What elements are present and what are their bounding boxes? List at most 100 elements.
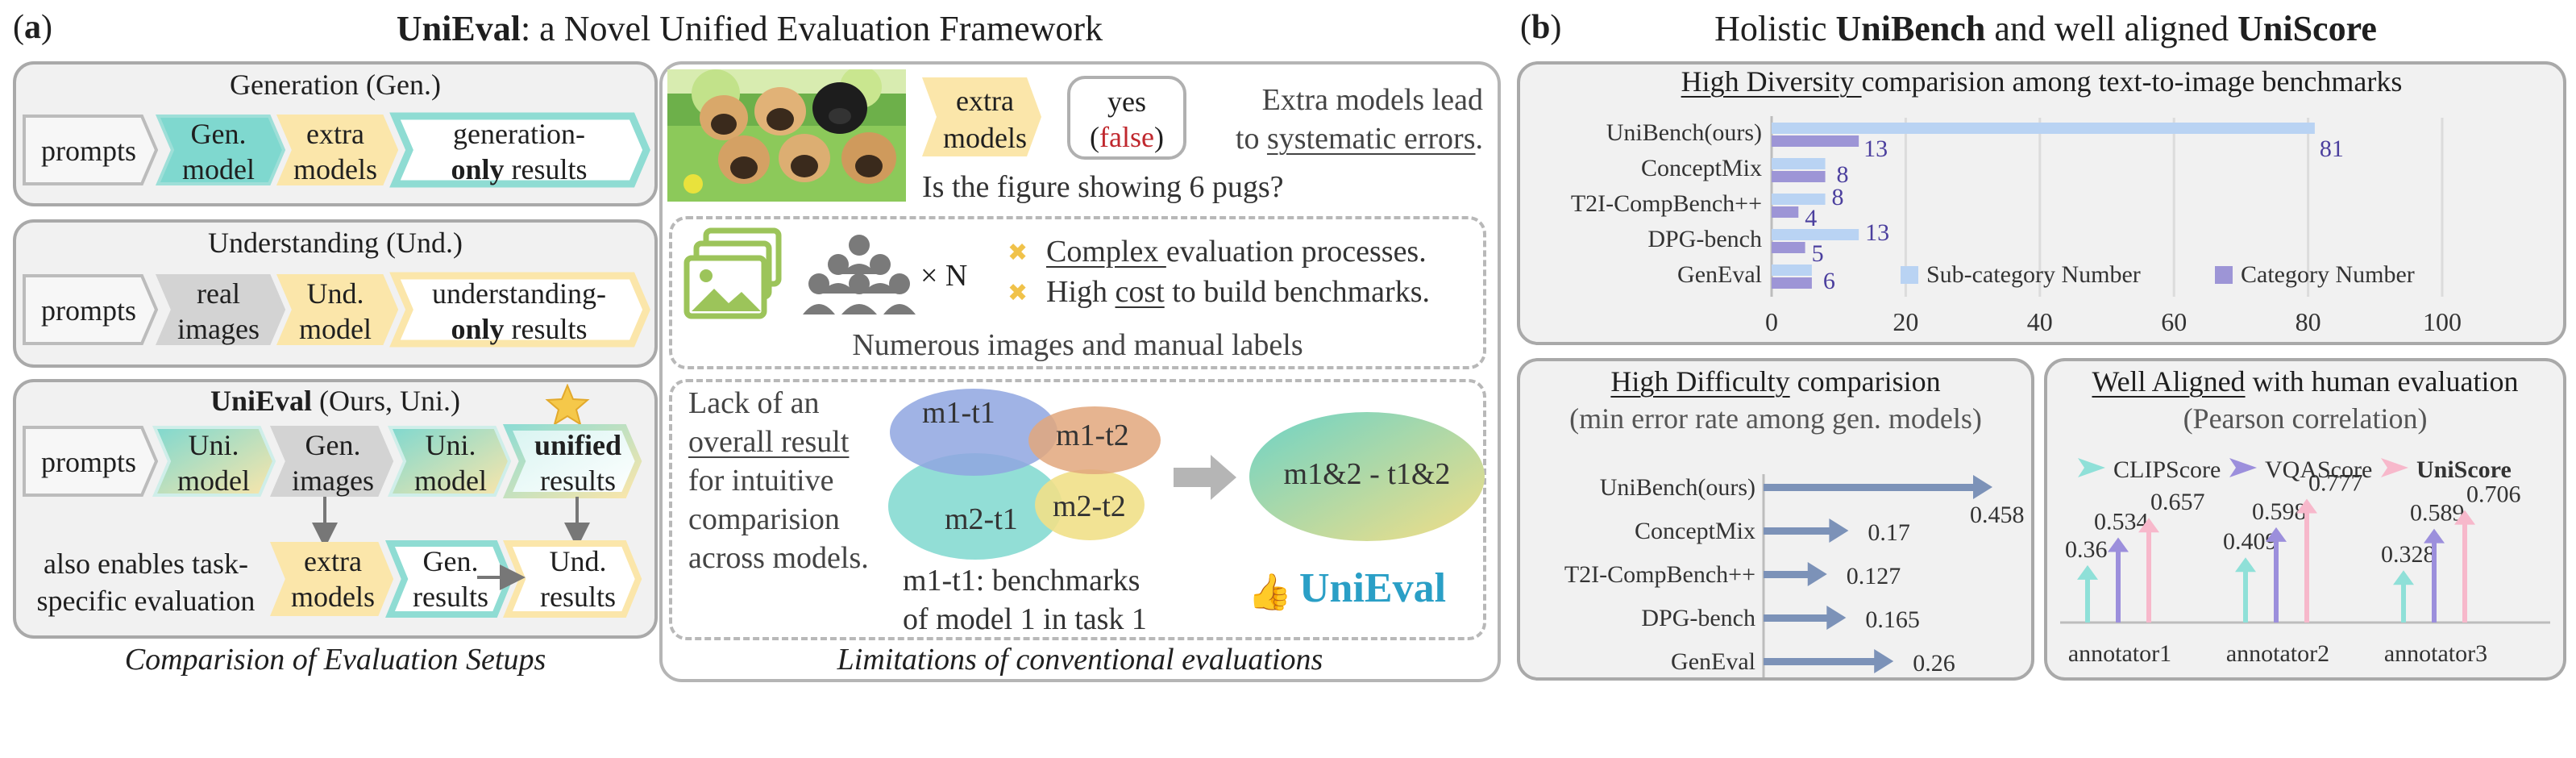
category-label: UniBench(ours) — [1606, 119, 1762, 146]
legend-swatch-subcategory — [1901, 266, 1918, 284]
alignment-bar — [2274, 538, 2279, 623]
category-label: UniBench(ours) — [1600, 474, 1755, 501]
legend-label: CLIPScore — [2113, 456, 2221, 483]
x-tick-label: 20 — [1893, 307, 1918, 336]
difficulty-chart-box — [1517, 358, 2034, 681]
benchmark-venn-diagram — [888, 389, 1161, 560]
uni-und-results-label: Und.results — [540, 545, 616, 613]
category-bar — [1772, 242, 1805, 253]
people-crowd-icon — [803, 235, 916, 314]
task-specific-note: also enables task-specific evaluation — [36, 548, 256, 617]
star-icon — [545, 384, 590, 427]
legend-label-subcategory: Sub-category Number — [1926, 261, 2141, 288]
alignment-arrowhead — [2235, 557, 2256, 573]
alignment-bar — [2085, 576, 2090, 623]
bullet-icon-1: ✖ — [1008, 239, 1028, 266]
und-only-results-label: understanding-only results — [432, 277, 606, 345]
legend-swatch-category — [2215, 266, 2233, 284]
understanding-pipeline — [23, 272, 650, 348]
category-label: DPG-bench — [1641, 605, 1755, 631]
merged-result-label: m1&2 - t1&2 — [1283, 457, 1451, 491]
high-cost-bullet: High cost to build benchmarks. — [1046, 275, 1430, 309]
difficulty-bar — [1764, 571, 1809, 578]
difficulty-bar — [1764, 614, 1829, 622]
uni-gen-results-label: Gen.results — [413, 545, 488, 613]
limit-extra-models-tag — [922, 77, 1041, 156]
value-label: 0.127 — [1847, 563, 1901, 589]
category-label: annotator3 — [2384, 640, 2487, 667]
alignment-arrowhead — [2296, 498, 2317, 514]
venn-m2-t2: m2-t2 — [1053, 489, 1126, 523]
value-label: 0.589 — [2410, 500, 2465, 527]
alignment-bar — [2432, 539, 2437, 623]
alignment-bar — [2116, 548, 2121, 623]
value-label: 0.598 — [2252, 498, 2307, 525]
times-n-label: × N — [920, 259, 968, 293]
subcategory-value-label: 8 — [1832, 184, 1844, 210]
subcategory-bar — [1772, 229, 1859, 240]
understanding-title: Understanding (Und.) — [208, 227, 463, 259]
generation-pipeline — [23, 112, 650, 188]
difficulty-arrowhead — [1826, 606, 1847, 630]
alignment-arrowhead — [2077, 564, 2098, 580]
legend-arrow-2 — [2381, 458, 2408, 477]
category-bar — [1772, 277, 1812, 289]
category-label: annotator2 — [2226, 640, 2329, 667]
alignment-subtitle: (Pearson correlation) — [2183, 402, 2428, 435]
complex-process-bullet: Complex evaluation processes. — [1046, 235, 1427, 269]
value-label: 0.458 — [1970, 502, 2025, 528]
venn-m2-t1: m2-t1 — [945, 502, 1018, 536]
alignment-bar — [2146, 529, 2151, 623]
uni-model-label-1: Uni.model — [177, 429, 250, 497]
alignment-bar — [2462, 521, 2467, 623]
x-tick-label: 60 — [2161, 307, 2187, 336]
value-label: 0.534 — [2094, 509, 2149, 535]
pugs-question: Is the figure showing 6 pugs? — [922, 170, 1284, 204]
und-model-label: Und.model — [299, 277, 372, 345]
merge-arrow-icon — [1174, 455, 1236, 500]
und-prompts-label: prompts — [40, 294, 136, 327]
panel-a-label: (a) — [13, 9, 52, 46]
venn-m1-t1: m1-t1 — [922, 396, 995, 430]
difficulty-bar — [1764, 658, 1876, 665]
subcategory-bar — [1772, 123, 2315, 134]
x-tick-label: 80 — [2296, 307, 2321, 336]
x-tick-label: 0 — [1765, 307, 1778, 336]
difficulty-arrowhead — [1807, 562, 1827, 586]
x-tick-label: 40 — [2027, 307, 2053, 336]
value-label: 0.36 — [2065, 536, 2108, 563]
subcategory-bar — [1772, 264, 1812, 276]
manual-labels-caption: Numerous images and manual labels — [852, 328, 1303, 362]
difficulty-arrowhead — [1874, 649, 1894, 673]
gen-prompts-label: prompts — [40, 135, 136, 167]
panel-b-label: (b) — [1520, 9, 1562, 46]
category-label: ConceptMix — [1635, 518, 1755, 544]
category-value-label: 13 — [1863, 135, 1888, 162]
answer-box — [1067, 76, 1186, 160]
category-label: GenEval — [1671, 648, 1755, 675]
panel-b-title: Holistic UniBench and well aligned UniSc… — [1714, 9, 2377, 48]
bullet-icon-2: ✖ — [1008, 280, 1028, 306]
subcategory-bar — [1772, 158, 1826, 169]
panel-a-title: UniEval: a Novel Unified Evaluation Fram… — [396, 9, 1103, 48]
alignment-bar — [2401, 581, 2406, 623]
value-label: 0.657 — [2150, 489, 2205, 515]
subcategory-value-label: 81 — [2320, 135, 2344, 162]
pugs-image — [667, 69, 906, 202]
category-label: T2I-CompBench++ — [1564, 561, 1755, 588]
diversity-chart-box — [1517, 61, 2566, 345]
value-label: 6 — [1823, 268, 1835, 294]
value-label: 0.777 — [2308, 470, 2363, 497]
alignment-arrowhead — [2266, 527, 2287, 542]
difficulty-arrowhead — [1973, 475, 1992, 499]
